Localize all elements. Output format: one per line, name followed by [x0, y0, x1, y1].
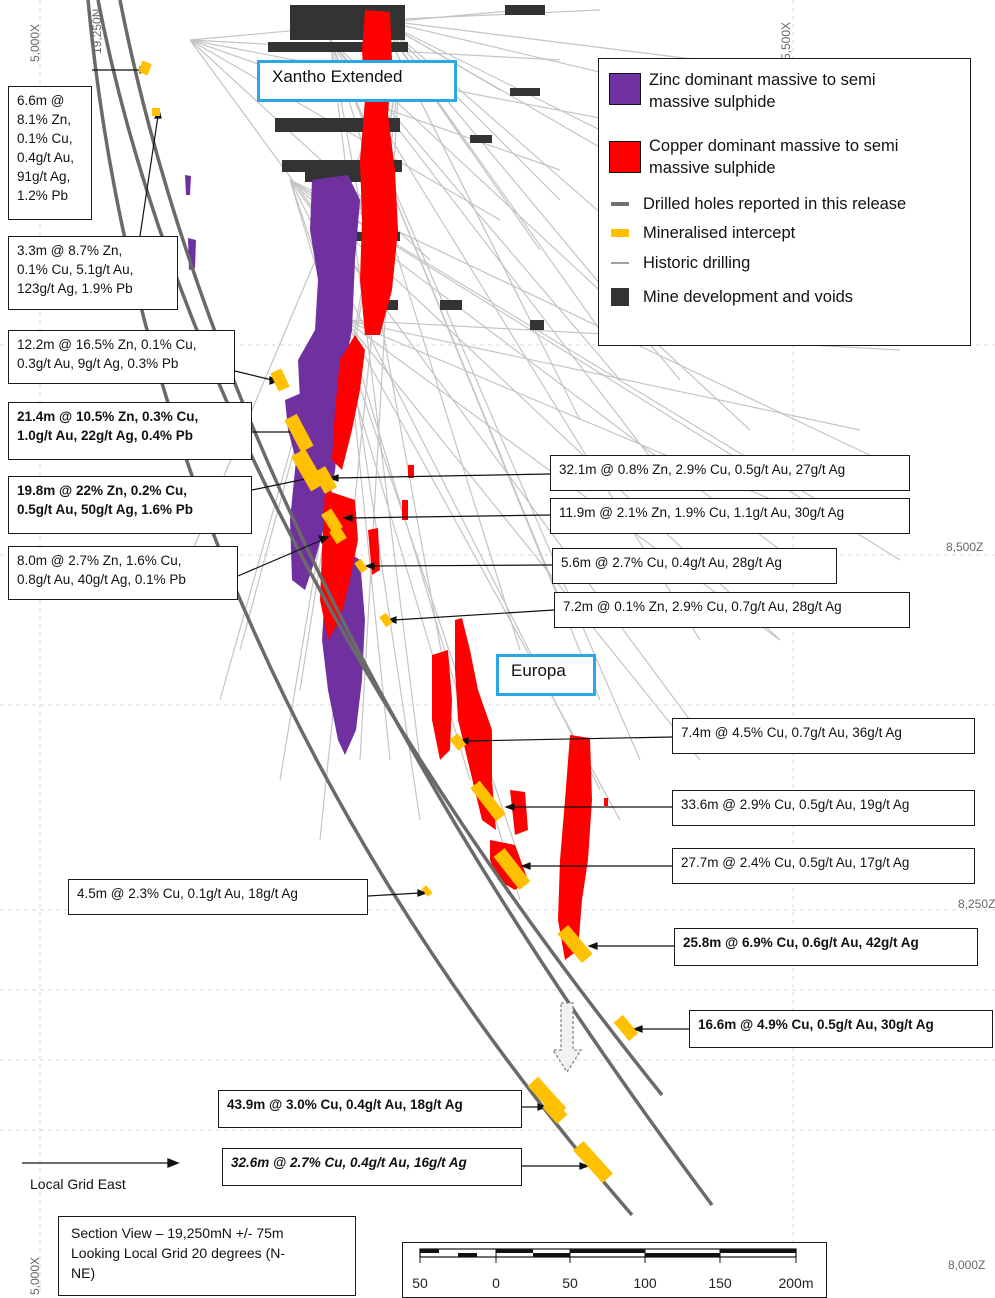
grid-label-rl-8500: 8,500Z	[946, 540, 984, 554]
intercept-label: 16.6m @ 4.9% Cu, 0.5g/t Au, 30g/t Ag	[689, 1010, 993, 1048]
intercept-label: 3.3m @ 8.7% Zn,0.1% Cu, 5.1g/t Au,123g/t…	[8, 236, 178, 310]
intercept-label: 33.6m @ 2.9% Cu, 0.5g/t Au, 19g/t Ag	[672, 790, 975, 826]
historic-line-swatch	[611, 262, 629, 264]
down-arrow	[551, 1002, 583, 1074]
reported-drill-holes	[86, 0, 714, 1217]
intercept-label: 8.0m @ 2.7% Zn, 1.6% Cu,0.8g/t Au, 40g/t…	[8, 546, 238, 600]
intercept-label: 32.1m @ 0.8% Zn, 2.9% Cu, 0.5g/t Au, 27g…	[550, 455, 910, 491]
intercept-label: 7.4m @ 4.5% Cu, 0.7g/t Au, 36g/t Ag	[672, 718, 975, 754]
scale-bar-graphic	[419, 1248, 797, 1263]
grid-label-east-right: 5,500X	[779, 21, 793, 60]
legend-text: Zinc dominant massive to semi	[649, 71, 876, 89]
xantho-extended-label: Xantho Extended	[257, 60, 457, 102]
grid-label-rl-8250: 8,250Z	[958, 897, 995, 911]
mineralised-intercepts	[138, 60, 639, 1184]
intercept-swatch	[611, 229, 629, 237]
legend-item-zinc: Zinc dominant massive to semi massive sul…	[609, 69, 876, 113]
section-view-note: Section View – 19,250mN +/- 75m Looking …	[58, 1216, 356, 1296]
grid-east-arrow	[22, 1158, 180, 1168]
legend-item-drilled: Drilled holes reported in this release	[609, 193, 906, 215]
note-line: Section View – 19,250mN +/- 75m	[71, 1225, 284, 1241]
intercept-label: 5.6m @ 2.7% Cu, 0.4g/t Au, 28g/t Ag	[552, 548, 837, 584]
legend-item-copper: Copper dominant massive to semi massive s…	[609, 135, 898, 179]
scale-tick-label: 50	[562, 1275, 578, 1291]
scale-tick-label: 0	[492, 1275, 500, 1291]
scale-tick-label: 50	[412, 1275, 428, 1291]
copper-swatch	[609, 141, 641, 173]
intercept-label: 21.4m @ 10.5% Zn, 0.3% Cu,1.0g/t Au, 22g…	[8, 402, 252, 460]
void-swatch	[611, 288, 629, 306]
intercept-label: 7.2m @ 0.1% Zn, 2.9% Cu, 0.7g/t Au, 28g/…	[554, 592, 910, 628]
historic-drill-trace	[379, 19, 701, 61]
intercept-label: 19.8m @ 22% Zn, 0.2% Cu,0.5g/t Au, 50g/t…	[8, 476, 252, 534]
scale-tick-label: 100	[633, 1275, 657, 1291]
zinc-swatch	[609, 73, 641, 105]
historic-drill-trace	[344, 319, 701, 761]
legend-text: Mineralised intercept	[643, 224, 796, 242]
intercept-label: 43.9m @ 3.0% Cu, 0.4g/t Au, 18g/t Ag	[218, 1090, 522, 1128]
intercept-label: 25.8m @ 6.9% Cu, 0.6g/t Au, 42g/t Ag	[674, 928, 978, 966]
legend-item-voids: Mine development and voids	[609, 286, 853, 308]
grid-label-rl-8000: 8,000Z	[948, 1258, 986, 1272]
historic-drill-trace	[344, 319, 861, 431]
grid-label-north: 19,250N	[90, 8, 104, 54]
legend-text: Copper dominant massive to semi	[649, 137, 899, 155]
europa-label: Europa	[496, 654, 596, 696]
historic-drill-trace	[329, 39, 451, 701]
historic-drill-trace	[289, 179, 691, 721]
scale-tick-label: 200m	[778, 1275, 814, 1291]
scale-tick-label: 150	[708, 1275, 732, 1291]
intercept-label: 32.6m @ 2.7% Cu, 0.4g/t Au, 16g/t Ag	[222, 1148, 522, 1186]
leader-lines	[92, 66, 689, 1170]
legend-text: Drilled holes reported in this release	[643, 195, 907, 213]
legend-text: Mine development and voids	[643, 288, 854, 306]
grid-label-east-bottom: 5,000X	[28, 1256, 42, 1295]
legend-text: massive sulphide	[649, 159, 776, 177]
intercept-label: 12.2m @ 16.5% Zn, 0.1% Cu,0.3g/t Au, 9g/…	[8, 330, 235, 384]
legend-item-intercept: Mineralised intercept	[609, 222, 795, 244]
intercept-label: 27.7m @ 2.4% Cu, 0.5g/t Au, 17g/t Ag	[672, 848, 975, 884]
historic-drill-trace	[379, 9, 601, 21]
note-line: NE)	[71, 1265, 96, 1281]
legend-item-historic: Historic drilling	[609, 252, 750, 274]
legend: Zinc dominant massive to semi massive sul…	[598, 58, 971, 346]
intercept-label: 11.9m @ 2.1% Zn, 1.9% Cu, 1.1g/t Au, 30g…	[550, 498, 910, 534]
grid-label-east-left: 5,000X	[28, 23, 42, 62]
local-grid-east-label: Local Grid East	[30, 1176, 126, 1192]
scale-bar: 50 0 50 100 150 200m	[402, 1242, 827, 1298]
legend-text: Historic drilling	[643, 254, 751, 272]
note-line: Looking Local Grid 20 degrees (N-	[71, 1245, 286, 1261]
drill-line-swatch	[611, 202, 629, 206]
legend-text: massive sulphide	[649, 93, 776, 111]
intercept-label: 6.6m @8.1% Zn,0.1% Cu,0.4g/t Au,91g/t Ag…	[8, 86, 92, 220]
historic-drill-trace	[379, 19, 561, 201]
historic-drill-trace	[379, 19, 621, 141]
intercept-label: 4.5m @ 2.3% Cu, 0.1g/t Au, 18g/t Ag	[68, 879, 368, 915]
